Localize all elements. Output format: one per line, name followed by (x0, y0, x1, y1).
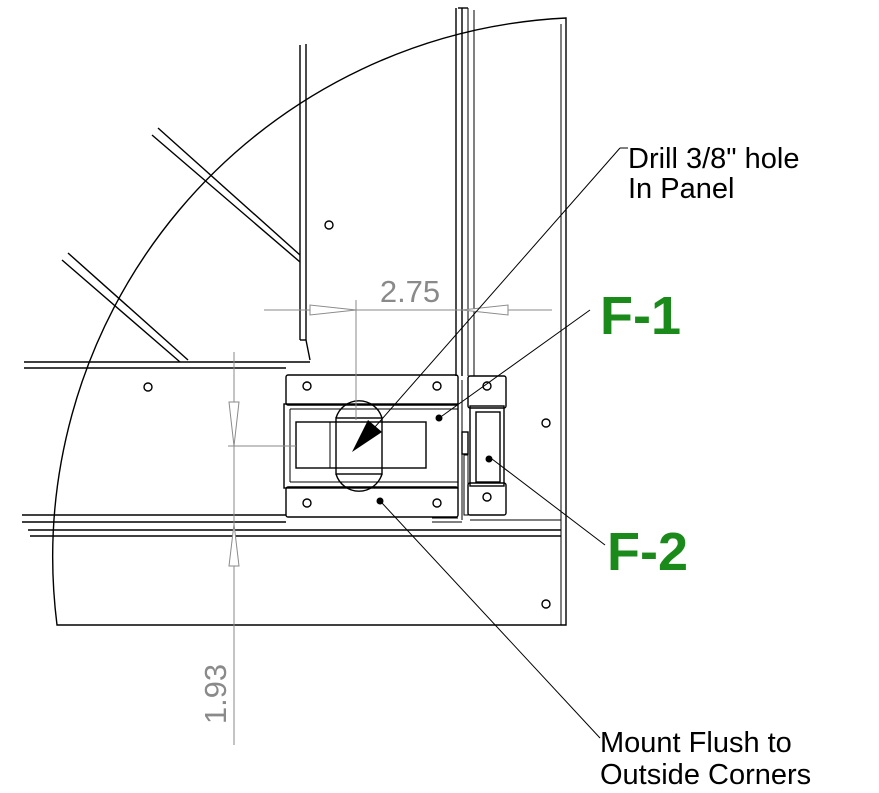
bracket-f1 (283, 374, 462, 523)
hole-right (541, 418, 551, 428)
horizontal-frame (22, 361, 561, 537)
dimension-2-75: 2.75 (380, 274, 440, 309)
bracket-f2 (461, 375, 507, 516)
hole-left (143, 382, 153, 392)
f2-leader (485, 455, 606, 546)
panel-outline (52, 17, 567, 626)
panel-holes (143, 220, 551, 609)
f1-leader (435, 309, 591, 422)
drill-note-line-2: In Panel (628, 173, 734, 205)
label-f2: F-2 (607, 522, 688, 582)
mount-note-line-2: Outside Corners (600, 759, 811, 791)
mount-leader (376, 497, 601, 739)
dimension-horizontal: 2.75 (264, 274, 552, 420)
dimension-vertical: 1.93 (198, 352, 296, 745)
diagonal-braces (61, 127, 311, 363)
hole-bottom (541, 599, 551, 609)
vertical-frame (299, 7, 475, 520)
label-f1: F-1 (600, 286, 681, 346)
drill-note-line-1: Drill 3/8" hole (628, 143, 799, 175)
hole-top (324, 220, 334, 230)
mount-note-line-1: Mount Flush to (600, 727, 792, 759)
dimension-1-93: 1.93 (198, 664, 233, 724)
drill-leader (352, 147, 628, 452)
